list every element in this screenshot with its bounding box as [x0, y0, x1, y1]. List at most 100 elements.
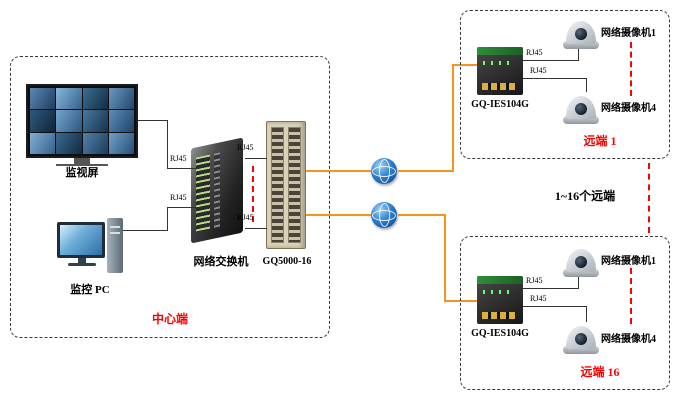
- switch-port-column: [196, 154, 210, 233]
- video-wall-tile: [30, 110, 56, 132]
- ellipsis-dash-remote16: [630, 268, 632, 324]
- wire-monitor-to-switch: [167, 168, 197, 169]
- fiber-gq5000-to-globe1: [306, 170, 372, 172]
- rj45-label: RJ45: [170, 193, 187, 202]
- video-wall-icon: [26, 84, 138, 158]
- wire-monitor-out: [138, 120, 168, 121]
- video-wall-tile: [30, 132, 56, 154]
- remote16-camera1-label: 网络摄像机1: [601, 256, 656, 267]
- ellipsis-dash-remote1: [630, 42, 632, 96]
- remote16-device-label: GQ-IES104G: [471, 328, 529, 339]
- video-wall-tile: [82, 88, 108, 110]
- remote1-camera4-label: 网络摄像机4: [601, 103, 656, 114]
- camera-base: [563, 346, 599, 354]
- wire-r16-switch-to-cam4: [523, 306, 586, 307]
- remote16-camera1-icon: [562, 245, 600, 277]
- wire-r1-cam1-drop: [578, 49, 579, 61]
- switch-port-column: [214, 152, 220, 229]
- ies-led-row: [483, 61, 513, 65]
- video-wall-tile: [56, 110, 82, 132]
- wire-r1-cam4-drop: [586, 78, 587, 92]
- rj45-label: RJ45: [530, 66, 547, 75]
- pc-tower-icon: [107, 218, 123, 273]
- camera-base: [563, 116, 599, 124]
- gq5000-chassis-icon: [266, 121, 306, 249]
- rj45-label: RJ45: [237, 143, 254, 152]
- center-side-title: 中心端: [151, 312, 188, 326]
- ellipsis-dash-center: [252, 166, 254, 222]
- remote1-ies-switch-icon: [477, 47, 523, 95]
- video-wall-stand-base: [56, 164, 108, 166]
- remote1-camera1-icon: [562, 17, 600, 49]
- fiber-globe2-out: [398, 214, 446, 216]
- ies-top-plate: [477, 47, 523, 55]
- pc-monitor-icon: [57, 222, 105, 258]
- ies-top-plate: [477, 276, 523, 284]
- wire-r16-cam1-drop: [578, 277, 579, 289]
- camera-base: [563, 269, 599, 277]
- ies-port-row: [482, 312, 516, 319]
- video-wall-tile: [30, 88, 56, 110]
- camera-dome: [566, 21, 596, 44]
- ies-port-row: [482, 83, 516, 90]
- pc-screen: [60, 225, 102, 255]
- remote1-box: [460, 10, 670, 159]
- wire-monitor-riser: [167, 120, 168, 169]
- video-wall-grid: [30, 88, 134, 154]
- fiber-riser-remote1: [452, 64, 454, 172]
- wire-switch-to-gq5000-2: [245, 228, 267, 229]
- internet-globe-icon: [371, 202, 397, 228]
- wire-r16-switch-to-cam1: [523, 288, 579, 289]
- camera-lens: [575, 103, 587, 115]
- video-wall-tile: [56, 132, 82, 154]
- wire-switch-to-gq5000-1: [245, 158, 267, 159]
- fiber-into-remote16: [444, 300, 478, 302]
- video-wall-stand: [74, 158, 90, 164]
- remote16-camera4-label: 网络摄像机4: [601, 334, 656, 345]
- remote1-title: 远端 1: [583, 134, 617, 148]
- remote-count-note: 1~16个远端: [554, 189, 616, 203]
- camera-dome: [566, 326, 596, 349]
- video-wall-tile: [108, 110, 134, 132]
- remote16-box: [460, 236, 670, 390]
- video-wall-tile: [82, 110, 108, 132]
- pc-tower-drive-slot: [110, 232, 120, 234]
- camera-lens: [575, 256, 587, 268]
- camera-lens: [575, 28, 587, 40]
- remote1-camera4-icon: [562, 92, 600, 124]
- wire-pc-to-switch: [167, 207, 197, 208]
- ies-led-row: [483, 290, 513, 294]
- pc-monitor-base: [68, 263, 96, 266]
- wire-r16-cam4-drop: [586, 306, 587, 322]
- wire-r1-switch-to-cam4: [523, 78, 586, 79]
- video-wall-tile: [108, 88, 134, 110]
- camera-lens: [575, 333, 587, 345]
- center-side-box: [10, 56, 330, 338]
- remote16-title: 远端 16: [580, 365, 620, 379]
- rj45-label: RJ45: [526, 48, 543, 57]
- rj45-label: RJ45: [526, 276, 543, 285]
- remote1-device-label: GQ-IES104G: [471, 99, 529, 110]
- fiber-globe1-out: [398, 170, 454, 172]
- fiber-into-remote1: [452, 64, 478, 66]
- pc-label: 监控 PC: [70, 284, 110, 296]
- gq5000-port-column: [271, 127, 284, 243]
- fiber-gq5000-to-globe2: [306, 214, 372, 216]
- video-wall-tile: [56, 88, 82, 110]
- camera-dome: [566, 96, 596, 119]
- wire-r1-switch-to-cam1: [523, 60, 579, 61]
- gq5000-label: GQ5000-16: [262, 256, 312, 267]
- network-switch-icon: [191, 137, 243, 244]
- remote16-ies-switch-icon: [477, 276, 523, 324]
- rj45-label: RJ45: [237, 213, 254, 222]
- ellipsis-dash-remotes: [648, 163, 650, 233]
- rj45-label: RJ45: [530, 294, 547, 303]
- video-wall-tile: [82, 132, 108, 154]
- internet-globe-icon: [371, 158, 397, 184]
- fiber-riser-remote16: [444, 214, 446, 302]
- pc-monitor-stand: [78, 258, 86, 263]
- remote16-camera4-icon: [562, 322, 600, 354]
- monitor-label: 监视屏: [65, 167, 99, 179]
- remote1-camera1-label: 网络摄像机1: [601, 28, 656, 39]
